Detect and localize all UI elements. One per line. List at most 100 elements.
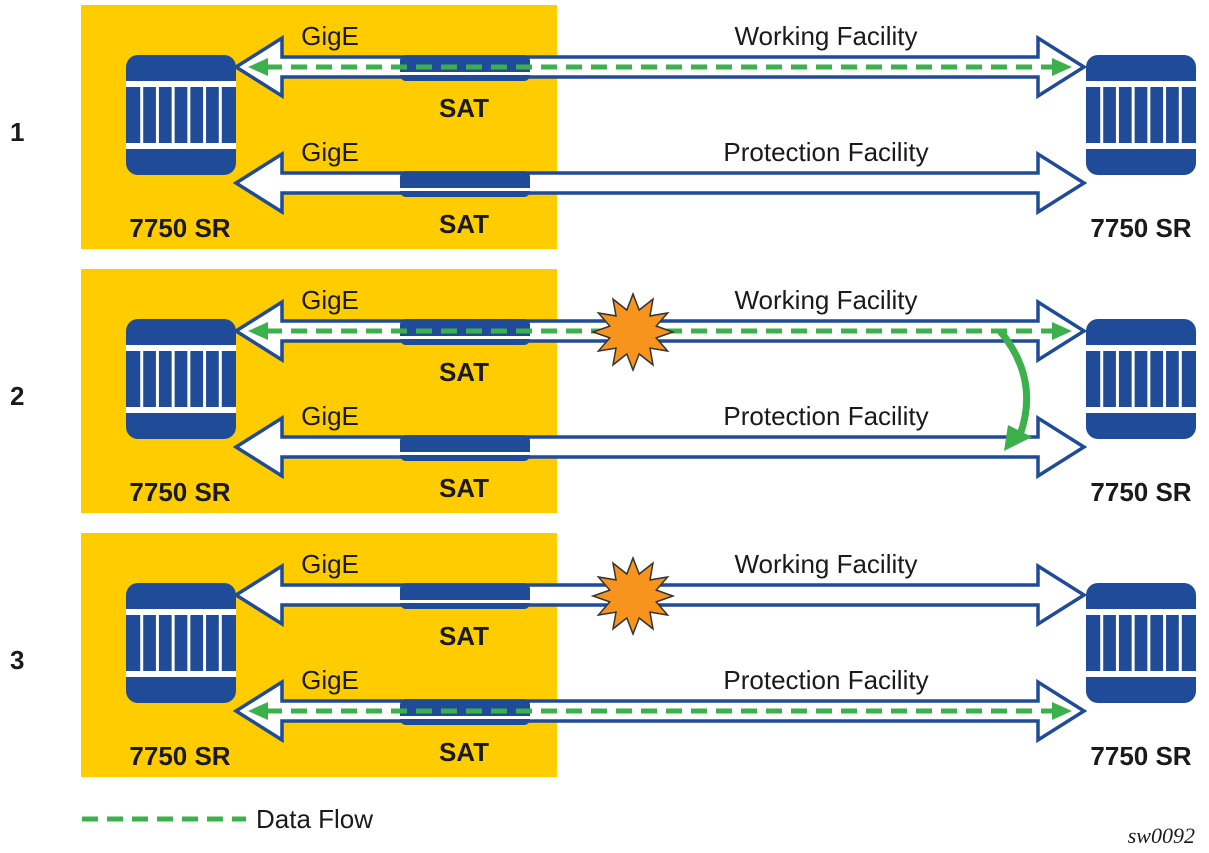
router-slot-divider xyxy=(1131,615,1135,671)
figure-id: sw0092 xyxy=(1128,823,1195,848)
sat-label: SAT xyxy=(439,357,489,387)
sat-label: SAT xyxy=(439,473,489,503)
router-slot-divider xyxy=(1147,351,1151,407)
router-slot-divider xyxy=(1100,351,1104,407)
sat-label: SAT xyxy=(439,93,489,123)
router-slot-divider xyxy=(1131,351,1135,407)
router-slot-divider xyxy=(1178,351,1182,407)
right-router-label: 7750 SR xyxy=(1090,477,1191,507)
sat-stripe xyxy=(400,452,530,455)
router-slot-divider xyxy=(1163,351,1167,407)
router-slot-divider xyxy=(1178,615,1182,671)
sat-label: SAT xyxy=(439,209,489,239)
sat-device xyxy=(400,435,530,461)
sat-body xyxy=(400,583,530,609)
sat-label: SAT xyxy=(439,737,489,767)
router-band-bottom xyxy=(1086,407,1196,413)
right-router-icon xyxy=(1086,319,1196,439)
data-flow-arrowhead-right xyxy=(1052,702,1072,720)
left-router-label: 7750 SR xyxy=(129,213,230,243)
router-band-top xyxy=(1086,345,1196,351)
router-slot-divider xyxy=(155,87,159,143)
data-flow-line xyxy=(248,322,1072,340)
link-working: GigE SAT Working Facility xyxy=(232,285,1088,387)
facility-label: Working Facility xyxy=(734,21,917,51)
router-slot-divider xyxy=(218,615,222,671)
left-router-label: 7750 SR xyxy=(129,741,230,771)
data-flow-arrowhead-left xyxy=(248,322,268,340)
failure-burst-icon xyxy=(590,555,676,637)
sat-stripe xyxy=(400,188,530,191)
router-slot-divider xyxy=(171,351,175,407)
access-link-label: GigE xyxy=(301,285,359,315)
facility-label: Protection Facility xyxy=(723,665,928,695)
access-link-label: GigE xyxy=(301,665,359,695)
router-slot-divider xyxy=(1147,87,1151,143)
router-slot-divider xyxy=(1100,615,1104,671)
double-arrow-outline xyxy=(232,414,1088,480)
router-band-bottom xyxy=(1086,143,1196,149)
facility-label: Working Facility xyxy=(734,549,917,579)
switchover-arc xyxy=(997,328,1031,437)
facility-pipe xyxy=(232,414,1088,480)
data-flow-arrowhead-right xyxy=(1052,58,1072,76)
right-router-label: 7750 SR xyxy=(1090,741,1191,771)
router-band-top xyxy=(126,345,236,351)
link-protection: GigE SAT Protection Facility xyxy=(232,401,1088,503)
router-band-bottom xyxy=(126,407,236,413)
access-link-label: GigE xyxy=(301,401,359,431)
router-slot-divider xyxy=(1147,615,1151,671)
router-band-bottom xyxy=(1086,671,1196,677)
switchover-arrow-icon xyxy=(997,328,1032,451)
access-link-label: GigE xyxy=(301,549,359,579)
router-slot-divider xyxy=(203,615,207,671)
router-slot-divider xyxy=(140,351,144,407)
router-band-top xyxy=(1086,81,1196,87)
router-slot-divider xyxy=(1163,615,1167,671)
facility-pipe xyxy=(232,678,1088,744)
router-slot-divider xyxy=(203,87,207,143)
sat-stripe xyxy=(400,600,530,603)
router-slot-divider xyxy=(187,87,191,143)
router-band-top xyxy=(1086,609,1196,615)
sat-stripe xyxy=(400,336,530,339)
router-slot-divider xyxy=(187,351,191,407)
facility-pipe xyxy=(232,34,1088,100)
data-flow-arrowhead-left xyxy=(248,58,268,76)
router-band-bottom xyxy=(126,143,236,149)
legend: Data Flow xyxy=(82,804,373,834)
sat-device xyxy=(400,699,530,725)
link-working: GigE SAT Working Facility xyxy=(232,21,1088,123)
router-band-top xyxy=(126,81,236,87)
access-link-label: GigE xyxy=(301,21,359,51)
sat-stripe xyxy=(400,716,530,719)
router-slot-divider xyxy=(155,615,159,671)
facility-label: Working Facility xyxy=(734,285,917,315)
left-router-icon xyxy=(126,583,236,703)
sat-device xyxy=(400,55,530,81)
facility-pipe xyxy=(232,150,1088,216)
right-router-icon xyxy=(1086,55,1196,175)
scenario-number: 2 xyxy=(10,381,24,411)
scenario-number: 3 xyxy=(10,645,24,675)
switchover-arrowhead xyxy=(1004,425,1032,451)
router-slot-divider xyxy=(187,615,191,671)
sat-device xyxy=(400,583,530,609)
router-slot-divider xyxy=(140,615,144,671)
data-flow-line xyxy=(248,702,1072,720)
left-router-label: 7750 SR xyxy=(129,477,230,507)
right-router-label: 7750 SR xyxy=(1090,213,1191,243)
router-slot-divider xyxy=(171,615,175,671)
router-slot-divider xyxy=(203,351,207,407)
sat-stripe xyxy=(400,72,530,75)
router-slot-divider xyxy=(1131,87,1135,143)
facility-label: Protection Facility xyxy=(723,401,928,431)
data-flow-line xyxy=(248,58,1072,76)
left-router-icon xyxy=(126,319,236,439)
